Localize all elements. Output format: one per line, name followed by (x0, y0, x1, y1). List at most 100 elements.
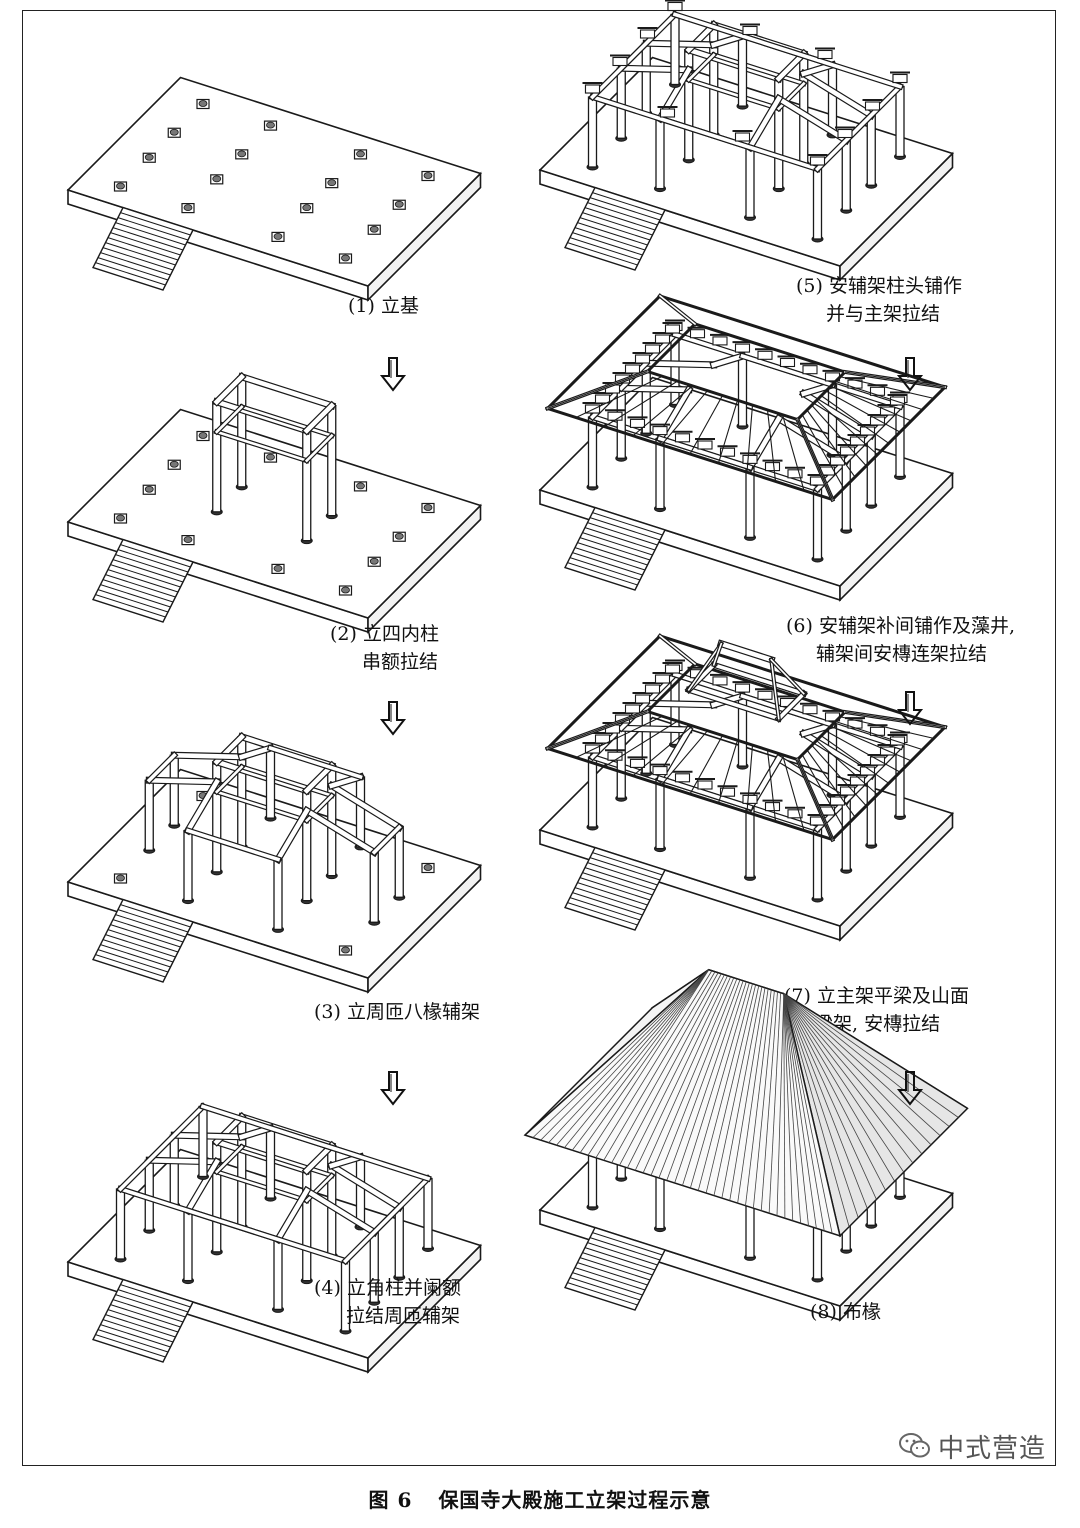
beam-face (618, 725, 692, 733)
beam-face (672, 12, 903, 89)
rafter-line (689, 735, 723, 795)
column (616, 727, 626, 799)
column (265, 747, 276, 819)
stage-5-caption: (5) 安辅架柱头铺作 并与主架拉结 (796, 272, 962, 328)
bracket-set (624, 364, 641, 374)
column (895, 85, 905, 158)
rafter-line (783, 993, 959, 1118)
column (841, 139, 851, 211)
rafter-line (632, 385, 693, 437)
rafter-line (717, 740, 739, 804)
bracket-set (869, 756, 886, 766)
rafter-line (783, 993, 941, 1137)
column (866, 434, 876, 506)
bracket-set (629, 418, 646, 428)
stage-3-drawing (66, 731, 482, 994)
beam-face (775, 95, 850, 144)
bracket-set (864, 101, 881, 111)
rafter-line (604, 720, 678, 768)
column (587, 416, 598, 488)
column (866, 114, 876, 186)
beam-face (342, 1175, 431, 1264)
column-base-disc (266, 453, 275, 461)
column-base-disc (341, 254, 350, 262)
bracket-set (594, 734, 611, 744)
watermark-text: 中式营造 (938, 1433, 1047, 1464)
stairs (92, 1278, 194, 1363)
rafter-line (713, 985, 760, 1196)
rafter-line (689, 395, 723, 455)
stage-8-caption-line-1: (8) 布椽 (810, 1301, 881, 1323)
bracket-set (712, 336, 728, 346)
column-base-disc (198, 432, 208, 439)
beam-face (215, 790, 309, 823)
rafter-line (783, 993, 877, 1200)
beam-face (274, 1187, 310, 1243)
bracket-set (764, 802, 781, 812)
rafter-line (783, 993, 794, 1221)
beam-face (303, 402, 336, 434)
stage-8-drawing (523, 968, 969, 1322)
beam-face (775, 755, 850, 804)
column (587, 96, 598, 168)
rafter-line (825, 730, 901, 773)
rafter-line (604, 380, 678, 428)
column (169, 1134, 179, 1206)
stage-4-caption: (4) 立角柱并阑额 拉结周匝辅架 (314, 1274, 461, 1330)
bracket-set (892, 73, 908, 84)
rafter-line (752, 990, 775, 1209)
rafter-line (540, 969, 710, 1141)
beam-face (213, 1138, 310, 1174)
beam-face (118, 1186, 348, 1264)
bracket-set (644, 344, 661, 354)
beam-face (814, 83, 903, 172)
bracket-set (817, 49, 833, 60)
bracket-set (787, 809, 803, 819)
watermark: 中式营造 (898, 1428, 1046, 1464)
bracket-set (742, 25, 758, 36)
stage-2-drawing (66, 371, 482, 634)
rafter-line (697, 983, 753, 1191)
column-base-disc (116, 514, 125, 522)
beam-face (740, 353, 835, 388)
bracket-set (742, 454, 758, 464)
bracket-set (869, 726, 886, 736)
column (237, 376, 247, 488)
rafter-line (835, 380, 923, 411)
rafter-line (666, 979, 741, 1181)
stage-4-caption-line-1: (4) 立角柱并阑额 (314, 1277, 461, 1299)
stage-7-caption: (7) 立主架平梁及山面 梁架, 安槫拉结 (784, 982, 969, 1038)
beam-face (712, 642, 723, 666)
figure-title: 保国寺大殿施工立架过程示意 (438, 1488, 712, 1512)
rafter-line (650, 977, 735, 1176)
stage-6-drawing (538, 293, 954, 602)
stage-7-drawing (538, 633, 954, 942)
column (737, 355, 748, 427)
stage-4-caption-line-2: 拉结周匝辅架 (346, 1305, 461, 1327)
column (273, 1238, 283, 1311)
bracket-set (652, 766, 668, 776)
bracket-set (779, 357, 796, 368)
column-base-disc (369, 225, 379, 233)
rafter-line (619, 973, 722, 1166)
rafter-line (729, 987, 766, 1201)
bracket-set (802, 705, 818, 715)
column (355, 776, 366, 848)
rafter-line (783, 993, 923, 1155)
bracket-set (674, 433, 691, 443)
beam-face (238, 745, 274, 760)
column (355, 1156, 366, 1228)
bracket-set (634, 354, 651, 364)
beam-face (214, 1145, 244, 1174)
bracket-set (659, 108, 676, 118)
rafter-line (717, 400, 739, 464)
stage-1-caption: (1) 立基 (348, 292, 419, 320)
rafter-line (820, 735, 890, 784)
stairs (564, 1226, 666, 1311)
column-base-disc (266, 121, 275, 129)
beam-face (304, 433, 334, 463)
rafter-line (575, 715, 663, 759)
column-base-disc (273, 564, 283, 572)
beam-face (746, 95, 782, 151)
